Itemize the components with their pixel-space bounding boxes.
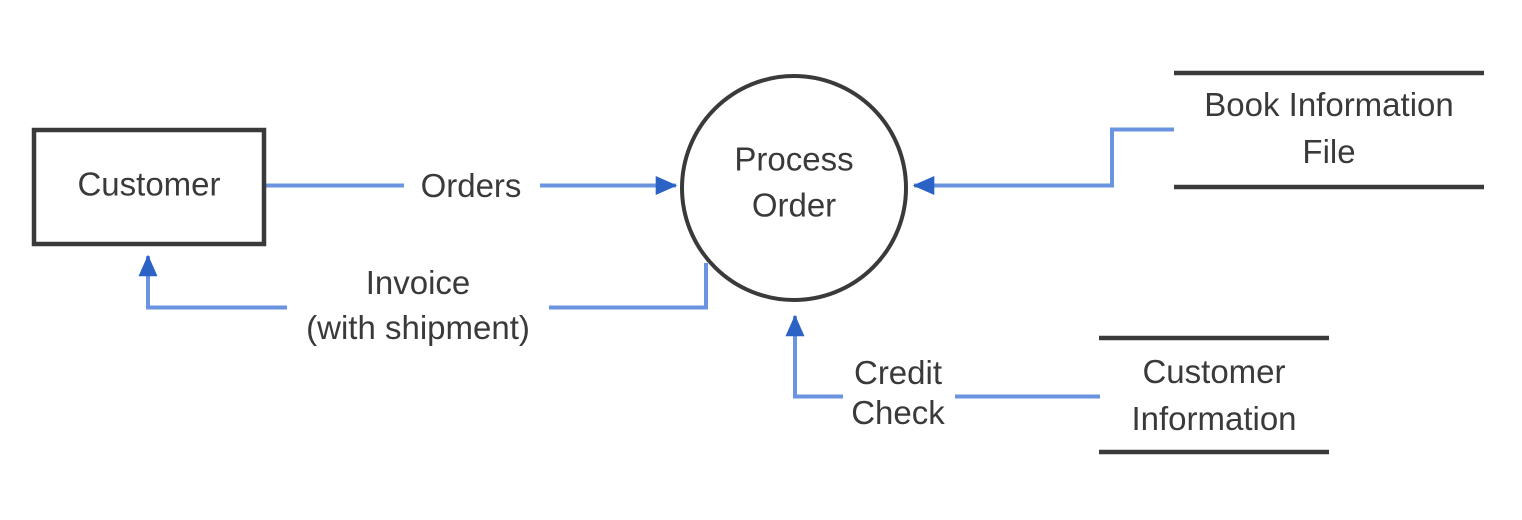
credit-check-flow-line [785, 314, 1100, 399]
external-entity-customer[interactable]: Customer [31, 127, 267, 247]
book-information-flow-line [912, 127, 1174, 196]
invoice-flow-label-line1: Invoice [366, 264, 471, 301]
customer-label: Customer [77, 166, 220, 203]
invoice-label-mask [287, 262, 549, 346]
credit-check-flow-label-line1: Credit [854, 354, 942, 391]
data-flow-orders: Orders [265, 166, 678, 206]
data-store-customer-information[interactable]: Customer Information [1099, 335, 1329, 455]
process-order-label-line1: Process [734, 141, 853, 178]
process-order-circle[interactable] [680, 74, 908, 302]
credit-check-label-mask [843, 352, 955, 436]
data-store-book-information-file[interactable]: Book Information File [1174, 70, 1484, 190]
book-information-file-label-line2: File [1302, 133, 1355, 170]
customer-information-label-line1: Customer [1142, 353, 1285, 390]
customer-box[interactable] [31, 127, 267, 247]
data-flow-credit-check: Credit Check [785, 314, 1100, 436]
book-information-file-label-line1: Book Information [1204, 86, 1453, 123]
process-order-label-line2: Order [752, 187, 836, 224]
credit-check-flow-label-line2: Check [851, 394, 945, 431]
data-flow-invoice: Invoice (with shipment) [138, 254, 708, 346]
orders-label-mask [404, 166, 540, 206]
process-process-order[interactable]: Process Order [680, 74, 908, 302]
data-flow-book-information [912, 127, 1174, 196]
invoice-flow-label-line2: (with shipment) [306, 309, 530, 346]
customer-information-label-line2: Information [1131, 400, 1296, 437]
orders-flow-label: Orders [421, 167, 522, 204]
